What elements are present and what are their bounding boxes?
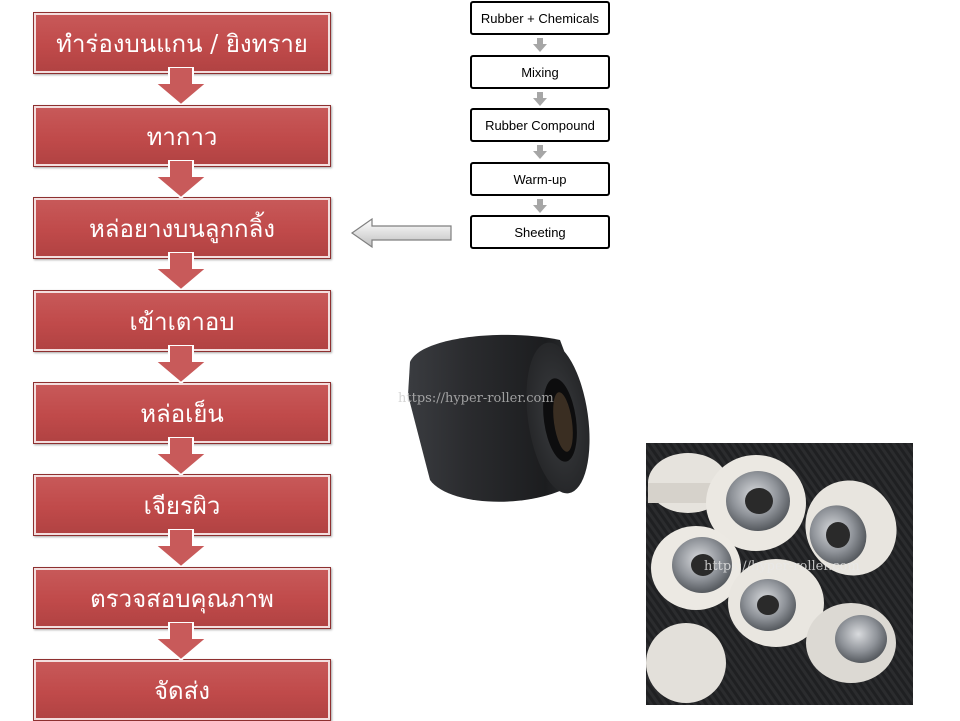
step-box-4: เข้าเตาอบ	[33, 290, 331, 352]
left-arrow	[350, 217, 452, 249]
process-arrow-4	[533, 199, 547, 213]
step-label-6: เจียรผิว	[143, 491, 221, 520]
step-box-3: หล่อยางบนลูกกลิ้ง	[33, 197, 331, 259]
step-label-2: ทากาว	[146, 122, 218, 151]
watermark-photo2: https://hyper-roller.com	[704, 559, 860, 574]
down-arrow-1	[155, 67, 207, 105]
black-roller-photo: https://hyper-roller.com	[398, 334, 590, 502]
process-box-3: Rubber Compound	[470, 108, 610, 142]
process-label-3: Rubber Compound	[485, 117, 595, 133]
down-arrow-5	[155, 437, 207, 475]
process-label-4: Warm-up	[513, 171, 567, 187]
step-box-2: ทากาว	[33, 105, 331, 167]
step-box-1: ทำร่องบนแกน / ยิงทราย	[33, 12, 331, 74]
process-box-2: Mixing	[470, 55, 610, 89]
step-label-7: ตรวจสอบคุณภาพ	[90, 584, 274, 613]
step-box-8: จัดส่ง	[33, 659, 331, 721]
process-arrow-3	[533, 145, 547, 159]
process-label-2: Mixing	[521, 64, 559, 80]
down-arrow-3	[155, 252, 207, 290]
process-arrow-1	[533, 38, 547, 52]
watermark-photo1: https://hyper-roller.com	[398, 391, 554, 406]
process-box-4: Warm-up	[470, 162, 610, 196]
process-box-5: Sheeting	[470, 215, 610, 249]
process-label-5: Sheeting	[514, 224, 566, 240]
process-box-1: Rubber + Chemicals	[470, 1, 610, 35]
step-label-5: หล่อเย็น	[140, 399, 224, 428]
step-label-4: เข้าเตาอบ	[129, 307, 235, 336]
down-arrow-2	[155, 160, 207, 198]
step-box-6: เจียรผิว	[33, 474, 331, 536]
step-label-3: หล่อยางบนลูกกลิ้ง	[88, 214, 276, 243]
white-rollers-image: https://hyper-roller.com	[646, 443, 913, 705]
down-arrow-4	[155, 345, 207, 383]
white-rollers-photo: https://hyper-roller.com	[646, 443, 913, 705]
process-label-1: Rubber + Chemicals	[480, 10, 600, 26]
step-box-5: หล่อเย็น	[33, 382, 331, 444]
down-arrow-6	[155, 529, 207, 567]
step-box-7: ตรวจสอบคุณภาพ	[33, 567, 331, 629]
step-label-8: จัดส่ง	[153, 676, 210, 705]
down-arrow-7	[155, 622, 207, 660]
step-label-1: ทำร่องบนแกน / ยิงทราย	[56, 29, 308, 58]
process-arrow-2	[533, 92, 547, 106]
